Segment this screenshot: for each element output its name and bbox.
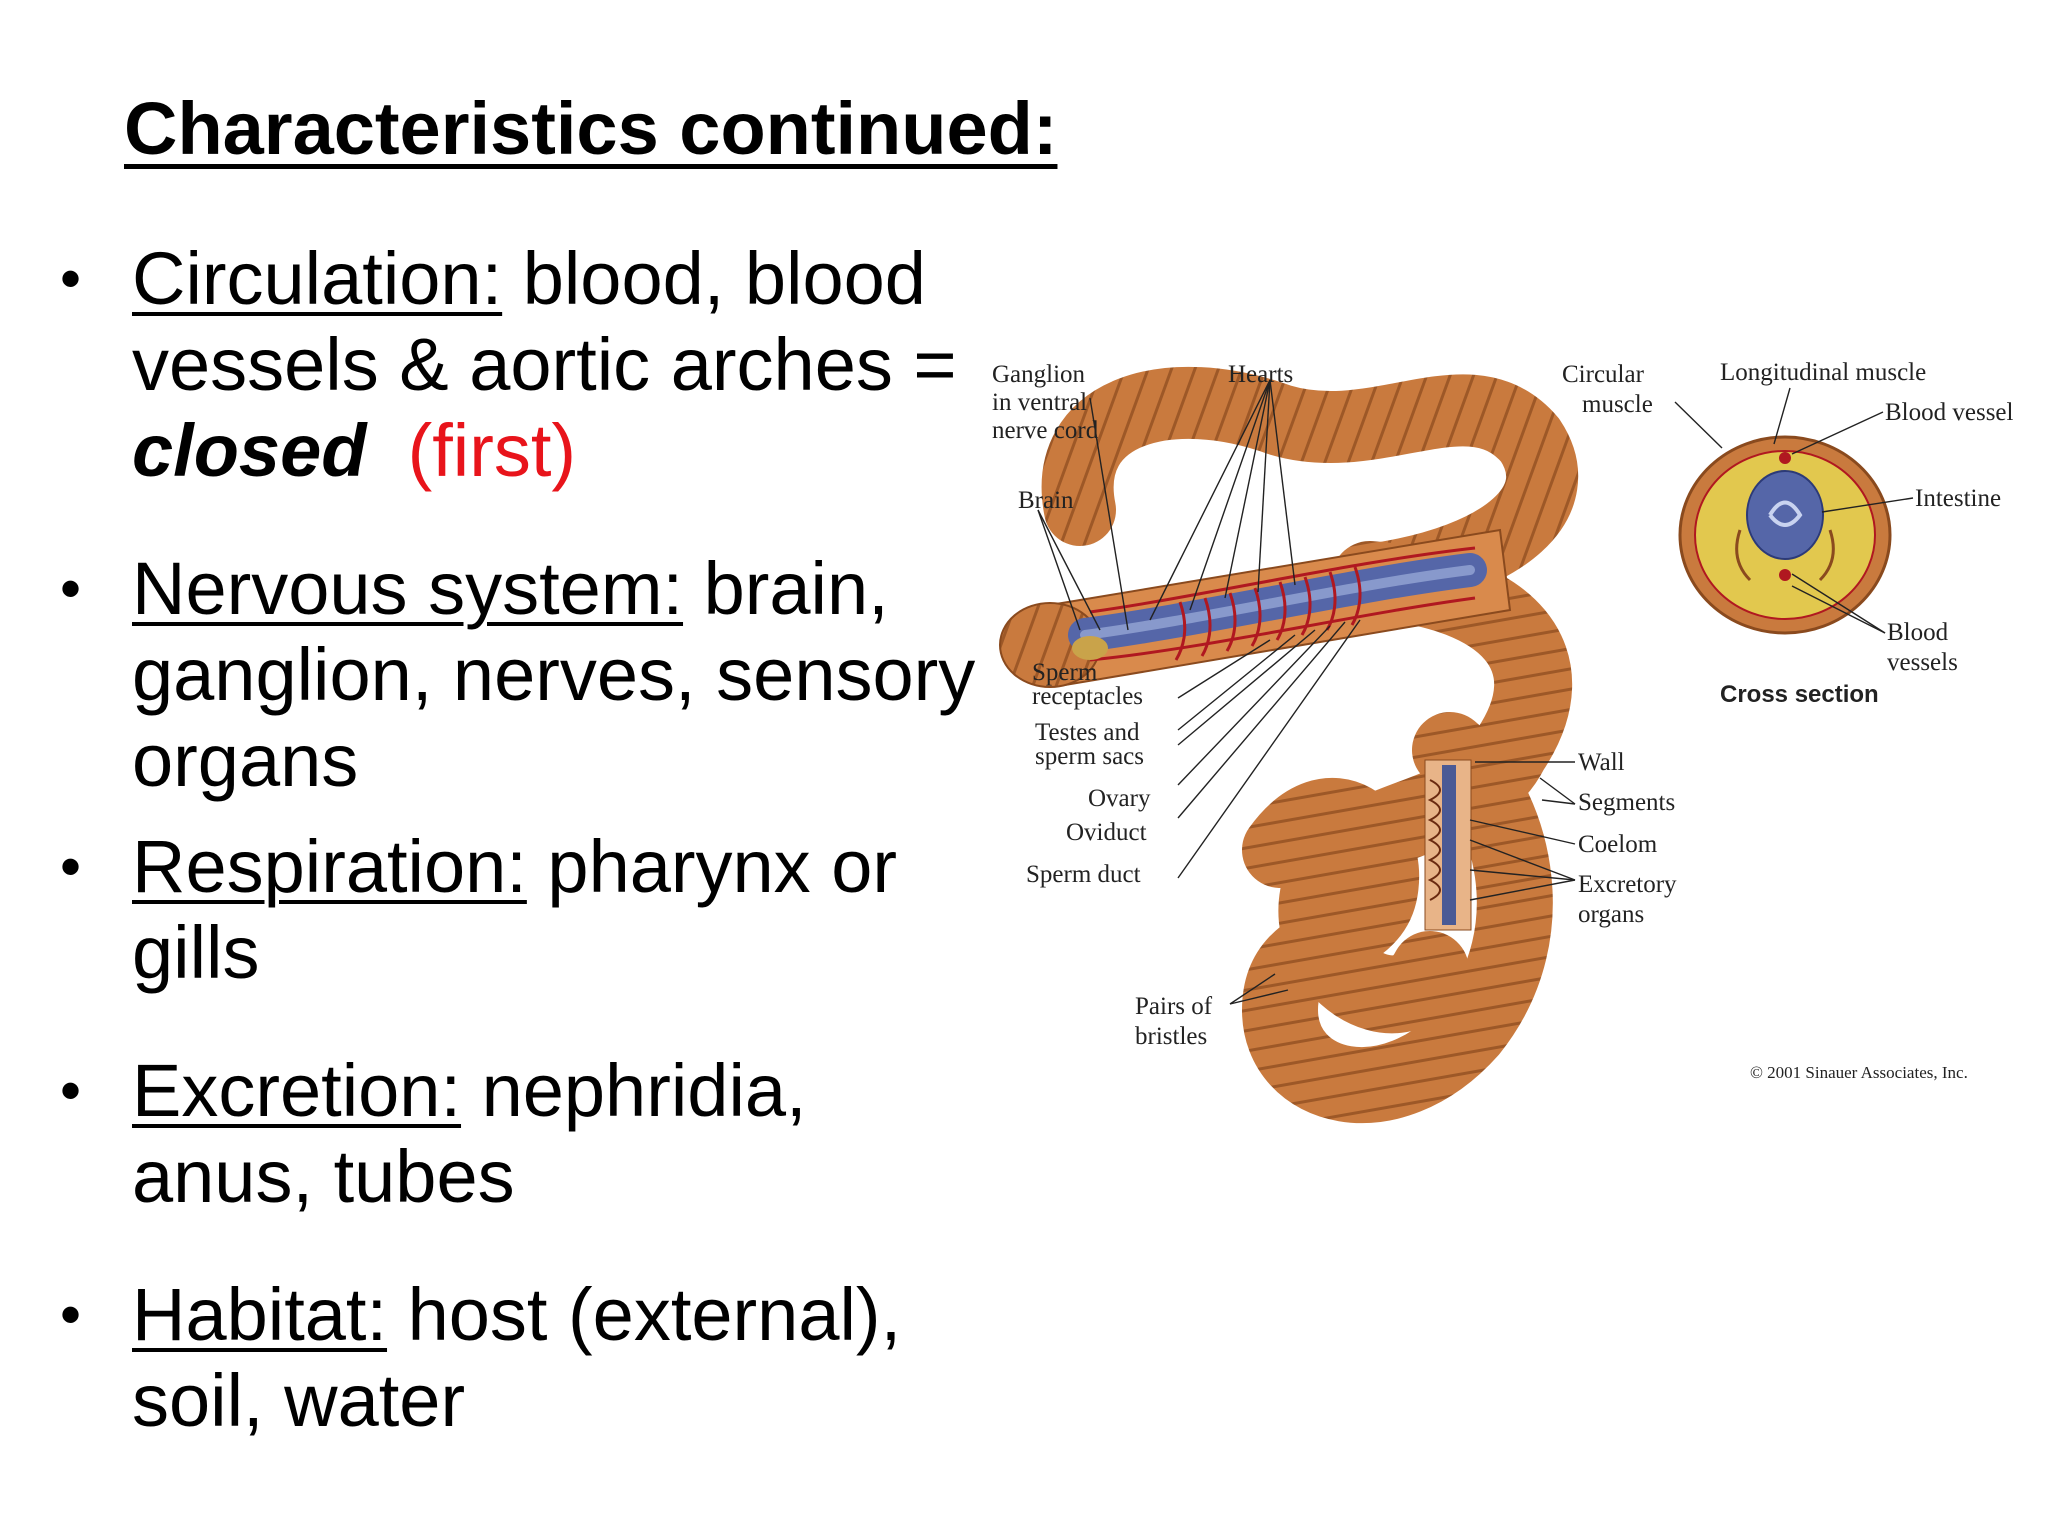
first-note: (first): [407, 409, 577, 492]
bullet-term: Habitat:: [132, 1273, 388, 1356]
label-oviduct: Oviduct: [1066, 819, 1147, 846]
bullet-dot: •: [60, 555, 82, 622]
brain-organ: [1072, 636, 1108, 660]
label-cross-section: Cross section: [1720, 681, 1879, 708]
label-coelom: Coelom: [1578, 831, 1658, 858]
bullet-text: host (external), soil, water: [132, 1273, 902, 1442]
closed-emphasis: closed: [132, 409, 367, 492]
digestive-tract: [1068, 553, 1487, 652]
label-brain: Brain: [1018, 487, 1074, 514]
slide-title: Characteristics continued:: [124, 87, 1058, 170]
bullet-text: brain, ganglion, nerves, sensory organs: [132, 547, 976, 802]
bullet-dot: •: [60, 833, 82, 900]
bullet-dot: •: [60, 245, 82, 312]
cross-section-diagram: [1678, 435, 1892, 635]
bullet-term: Nervous system:: [132, 547, 684, 630]
bullet-text: nephridia, anus, tubes: [132, 1049, 807, 1218]
bullet-text: blood, blood vessels & aortic arches =: [132, 237, 957, 406]
bullet-circulation: • Circulation: blood, blood vessels & ao…: [60, 236, 980, 494]
bullet-term: Respiration:: [132, 825, 527, 908]
bullet-excretion: • Excretion: nephridia, anus, tubes: [60, 1048, 980, 1220]
bullet-dot: •: [60, 1281, 82, 1348]
label-hearts: Hearts: [1228, 361, 1293, 388]
leader-lines: [1037, 379, 1914, 1005]
bullet-text: pharynx or gills: [132, 825, 898, 994]
bullet-term: Excretion:: [132, 1049, 462, 1132]
blood-vessels: [1089, 546, 1476, 662]
excretory-organs: [1424, 759, 1472, 931]
bullet-respiration: • Respiration: pharynx or gills: [60, 824, 980, 996]
label-intestine: Intestine: [1915, 485, 2001, 512]
label-segments: Segments: [1578, 789, 1675, 816]
label-blood-vessel: Blood vessel: [1885, 399, 2014, 426]
label-ovary: Ovary: [1088, 785, 1151, 812]
copyright-credit: © 2001 Sinauer Associates, Inc.: [1750, 1063, 1968, 1082]
bullet-dot: •: [60, 1057, 82, 1124]
bullet-nervous-system: • Nervous system: brain, ganglion, nerve…: [60, 546, 980, 804]
bullet-habitat: • Habitat: host (external), soil, water: [60, 1272, 980, 1444]
label-longitudinal-muscle: Longitudinal muscle: [1720, 359, 1926, 386]
label-wall: Wall: [1578, 749, 1625, 776]
label-sperm-duct: Sperm duct: [1026, 861, 1141, 888]
bullet-term: Circulation:: [132, 237, 503, 320]
